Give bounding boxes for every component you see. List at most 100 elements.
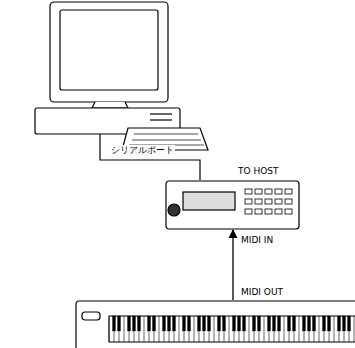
black-key	[183, 316, 186, 331]
black-key	[218, 316, 221, 331]
black-key	[348, 316, 351, 331]
white-key	[319, 316, 320, 342]
white-key	[129, 316, 130, 342]
white-key	[154, 316, 155, 342]
black-key	[253, 316, 256, 331]
black-key	[293, 316, 296, 331]
keyboard-rows	[129, 134, 204, 145]
white-key	[214, 316, 215, 342]
black-key	[163, 316, 166, 331]
black-key	[133, 316, 136, 331]
white-key	[139, 316, 140, 342]
white-key	[254, 316, 255, 342]
serial-cable	[100, 134, 200, 180]
panel-button	[265, 189, 272, 194]
midi-keyboard-drawing	[75, 300, 355, 348]
black-key	[118, 316, 121, 331]
black-key	[268, 316, 271, 331]
black-key	[288, 316, 291, 331]
midi-keyboard: MIDI OUT	[75, 300, 355, 348]
panel-button	[255, 199, 262, 204]
white-key	[159, 316, 160, 342]
panel-button	[285, 209, 292, 214]
black-key	[238, 316, 241, 331]
keyboard-control	[82, 312, 100, 320]
black-key	[328, 316, 331, 331]
white-key	[244, 316, 245, 342]
panel-button	[285, 189, 292, 194]
white-key	[339, 316, 340, 342]
white-key	[234, 316, 235, 342]
panel-button	[255, 189, 262, 194]
black-key	[223, 316, 226, 331]
port-label: MIDI OUT	[240, 287, 284, 298]
white-key	[299, 316, 300, 342]
white-key	[174, 316, 175, 342]
white-key	[354, 316, 355, 342]
cable-label: シリアルポート	[110, 145, 175, 156]
midi-cable	[232, 230, 233, 300]
white-key	[194, 316, 195, 342]
white-key	[304, 316, 305, 342]
white-key	[269, 316, 270, 342]
black-key	[273, 316, 276, 331]
white-key	[199, 316, 200, 342]
white-key	[239, 316, 240, 342]
black-key	[278, 316, 281, 331]
black-key	[173, 316, 176, 331]
panel-button	[275, 209, 282, 214]
sound-module-drawing	[165, 180, 300, 230]
black-key	[233, 316, 236, 331]
white-key	[219, 316, 220, 342]
white-key	[209, 316, 210, 342]
black-key	[243, 316, 246, 331]
panel-button	[265, 199, 272, 204]
black-key	[113, 316, 116, 331]
panel-button	[245, 189, 252, 194]
panel-button	[265, 209, 272, 214]
white-key	[309, 316, 310, 342]
white-key	[264, 316, 265, 342]
white-key	[224, 316, 225, 342]
white-key	[124, 316, 125, 342]
white-key	[249, 316, 250, 342]
sound-module: TO HOSTMIDI IN	[165, 180, 300, 230]
drive-slot	[150, 113, 172, 114]
black-key	[303, 316, 306, 331]
black-key	[198, 316, 201, 331]
white-key	[184, 316, 185, 342]
black-key	[338, 316, 341, 331]
white-key	[164, 316, 165, 342]
black-key	[313, 316, 316, 331]
white-key	[114, 316, 115, 342]
white-key	[189, 316, 190, 342]
key-bed	[109, 316, 355, 342]
white-key	[119, 316, 120, 342]
panel-button	[275, 199, 282, 204]
black-key	[168, 316, 171, 331]
black-key	[343, 316, 346, 331]
black-key	[138, 316, 141, 331]
white-key	[324, 316, 325, 342]
black-key	[258, 316, 261, 331]
module-housing	[166, 181, 299, 229]
white-key	[149, 316, 150, 342]
monitor	[50, 2, 168, 102]
white-key	[169, 316, 170, 342]
drive-slot	[150, 119, 172, 120]
white-key	[329, 316, 330, 342]
white-key	[274, 316, 275, 342]
black-key	[323, 316, 326, 331]
white-key	[344, 316, 345, 342]
black-key	[203, 316, 206, 331]
display	[183, 192, 235, 210]
black-key	[188, 316, 191, 331]
monitor-screen	[60, 10, 158, 90]
white-key	[229, 316, 230, 342]
white-key	[334, 316, 335, 342]
white-key	[259, 316, 260, 342]
white-key	[349, 316, 350, 342]
white-key	[314, 316, 315, 342]
